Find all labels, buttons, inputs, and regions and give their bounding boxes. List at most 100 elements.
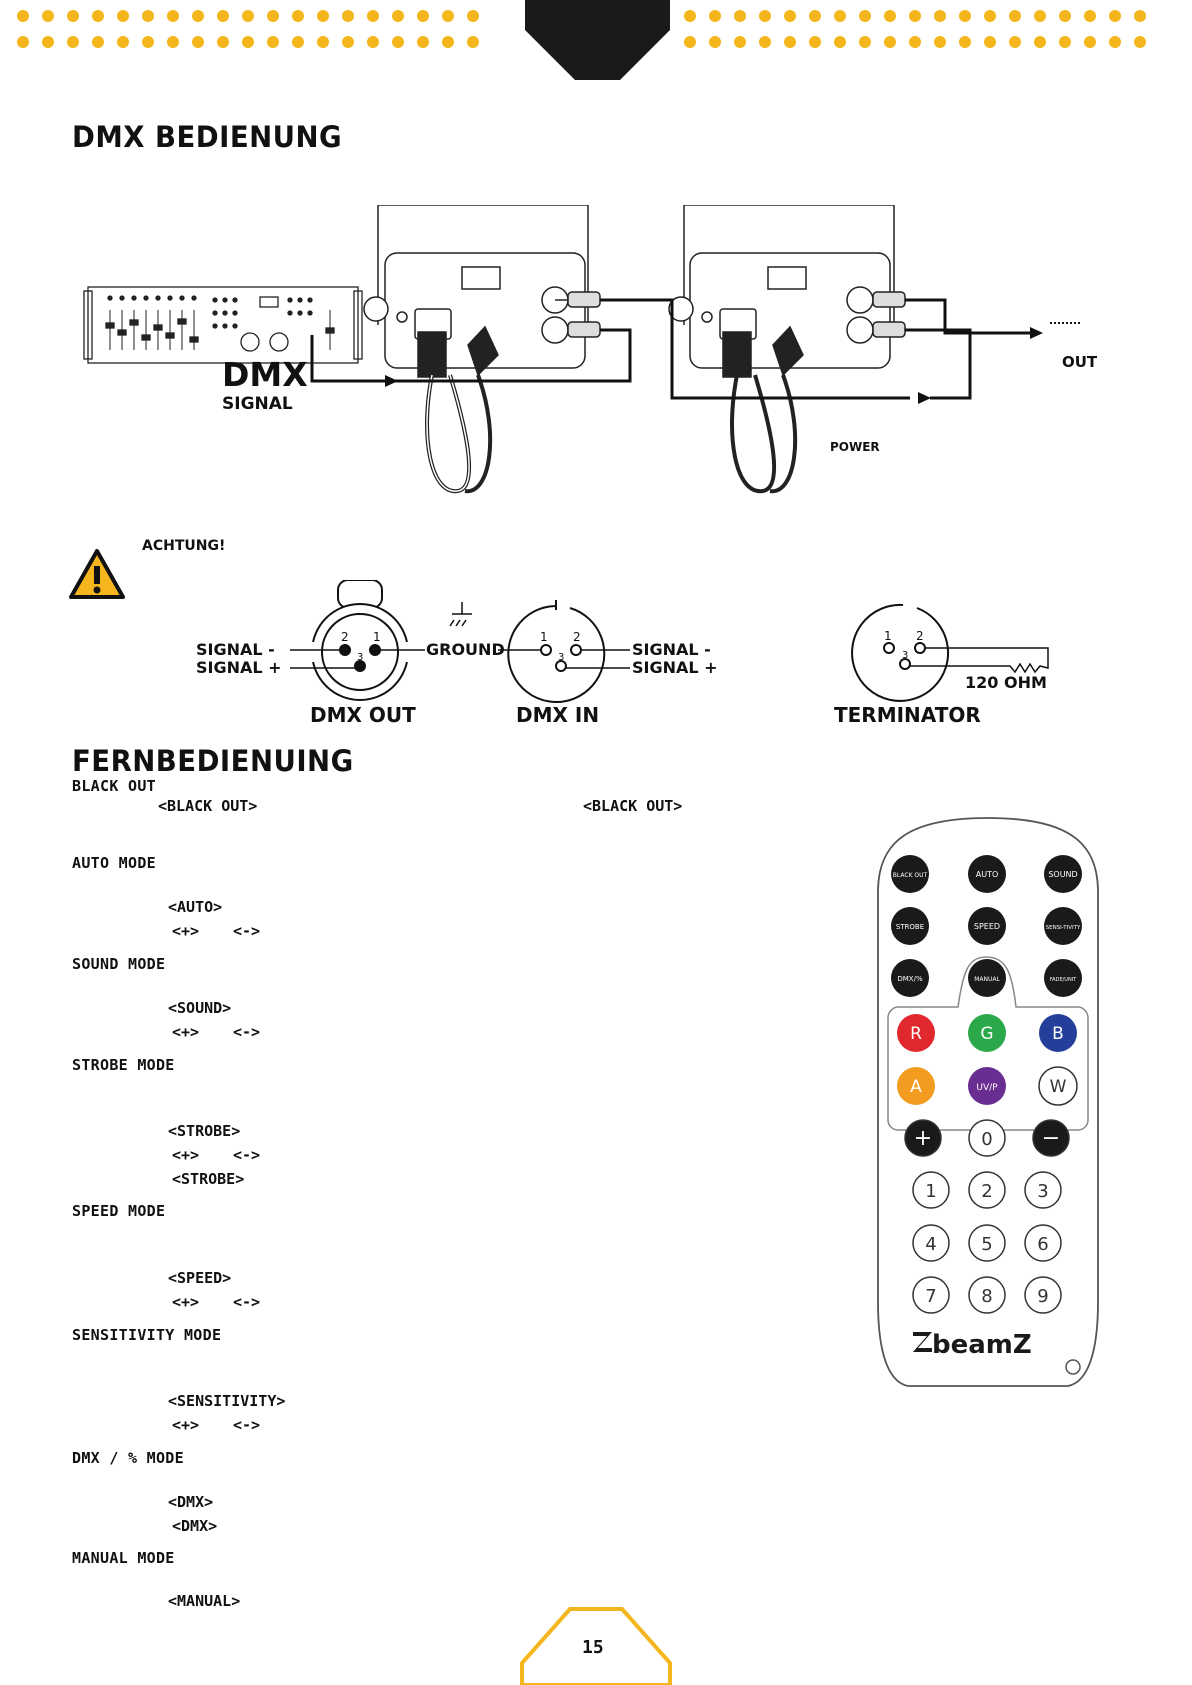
decor-dot xyxy=(1059,10,1071,22)
cmd-sound-plus: <+> xyxy=(172,1023,200,1041)
decor-dot xyxy=(1059,36,1071,48)
remote-btn-3[interactable] xyxy=(1024,1171,1062,1209)
warning-title: ACHTUNG! xyxy=(142,538,226,554)
section-strobe: STROBE MODE xyxy=(72,1056,175,1074)
remote-lbl-1: 1 xyxy=(925,1181,936,1202)
decor-dot xyxy=(42,36,54,48)
remote-btn-2[interactable] xyxy=(968,1171,1006,1209)
dmx-connectors-diagram: 2 1 3 1 2 3 1 2 3 xyxy=(290,580,1049,703)
remote-lbl-b: B xyxy=(1052,1024,1064,1044)
decor-dot xyxy=(1034,36,1046,48)
remote-btn-sound[interactable] xyxy=(1044,855,1082,893)
decor-dot xyxy=(292,36,304,48)
remote-btn-7[interactable] xyxy=(912,1276,950,1314)
remote-lbl-5: 5 xyxy=(981,1234,992,1255)
remote-btn-w[interactable] xyxy=(1038,1066,1078,1106)
decor-dot xyxy=(292,10,304,22)
remote-btn-fade[interactable] xyxy=(1044,959,1082,997)
remote-btn-auto[interactable] xyxy=(968,855,1006,893)
remote-btn-uv[interactable] xyxy=(968,1067,1006,1105)
decor-dot xyxy=(167,10,179,22)
decor-dot xyxy=(1084,10,1096,22)
dmx-controller xyxy=(83,286,363,364)
cmd-speed-minus: <-> xyxy=(233,1293,261,1311)
top-notch xyxy=(525,0,670,80)
dmx-out-connector xyxy=(290,580,425,701)
remote-lbl-6: 6 xyxy=(1037,1234,1048,1255)
remote-btn-a[interactable] xyxy=(897,1067,935,1105)
cmd-sensitivity-plus: <+> xyxy=(172,1416,200,1434)
decor-dot xyxy=(884,36,896,48)
remote-btn-g[interactable] xyxy=(968,1014,1006,1052)
warning-icon xyxy=(69,549,125,599)
cmd-manual: <MANUAL> xyxy=(168,1592,241,1610)
section-manual: MANUAL MODE xyxy=(72,1549,175,1567)
decor-dot xyxy=(117,36,129,48)
remote-btn-9[interactable] xyxy=(1024,1276,1062,1314)
dmx-in-pin3: 3 xyxy=(558,652,564,663)
remote-btn-minus[interactable] xyxy=(1032,1119,1070,1157)
dmx-out-pin1: 1 xyxy=(373,630,381,644)
remote-btn-sensitivity[interactable] xyxy=(1044,907,1082,945)
remote-btn-1[interactable] xyxy=(912,1171,950,1209)
remote-lbl-sound: SOUND xyxy=(1048,870,1077,879)
remote-lbl-2: 2 xyxy=(981,1181,992,1202)
remote-btn-strobe[interactable] xyxy=(891,907,929,945)
decor-dot xyxy=(1134,36,1146,48)
remote-lbl-g: G xyxy=(980,1024,993,1044)
decor-dot xyxy=(367,36,379,48)
out-label: OUT xyxy=(1062,353,1098,371)
signal-minus-left: SIGNAL - xyxy=(196,640,275,659)
decor-dot xyxy=(859,36,871,48)
decor-dot xyxy=(909,10,921,22)
decor-dot xyxy=(317,36,329,48)
remote-btn-dmx[interactable] xyxy=(891,959,929,997)
decor-dot xyxy=(467,36,479,48)
remote-lbl-3: 3 xyxy=(1037,1181,1048,1202)
decor-dot xyxy=(984,10,996,22)
heading-fernbedienung: FERNBEDIENUING xyxy=(72,744,354,778)
arrowheads xyxy=(385,327,1043,404)
remote-lbl-9: 9 xyxy=(1037,1286,1048,1307)
remote-lbl-manual: MANUAL xyxy=(974,976,1000,983)
signal-plus-right: SIGNAL + xyxy=(632,658,718,677)
cmd-auto-plus: <+> xyxy=(172,922,200,940)
decor-dot xyxy=(92,36,104,48)
remote-btn-speed[interactable] xyxy=(968,907,1006,945)
remote-btn-manual[interactable] xyxy=(968,959,1006,997)
remote-btn-black-out[interactable] xyxy=(891,855,929,893)
page-number: 15 xyxy=(582,1637,604,1658)
remote-btn-5[interactable] xyxy=(968,1224,1006,1262)
remote-btn-4[interactable] xyxy=(912,1224,950,1262)
decor-dot xyxy=(267,10,279,22)
decor-dot xyxy=(1084,36,1096,48)
remote-btn-6[interactable] xyxy=(1024,1224,1062,1262)
dmx-out-label: DMX OUT xyxy=(310,703,416,727)
decor-dot xyxy=(342,10,354,22)
cmd-speed: <SPEED> xyxy=(168,1269,232,1287)
remote-btn-plus[interactable] xyxy=(904,1119,942,1157)
remote-btn-r[interactable] xyxy=(897,1014,935,1052)
decor-dot xyxy=(809,36,821,48)
decor-dot xyxy=(442,10,454,22)
remote-lbl-8: 8 xyxy=(981,1286,992,1307)
decor-dot xyxy=(834,10,846,22)
section-auto: AUTO MODE xyxy=(72,854,156,872)
remote-lbl-r: R xyxy=(910,1024,922,1044)
remote-lbl-strobe: STROBE xyxy=(896,923,924,931)
decor-dot xyxy=(217,10,229,22)
fixture-1 xyxy=(363,205,601,494)
ohm-label: 120 OHM xyxy=(965,673,1047,692)
fixture-2 xyxy=(668,205,906,494)
cmd-sound: <SOUND> xyxy=(168,999,232,1017)
cmd-strobe: <STROBE> xyxy=(168,1122,241,1140)
terminator-connector xyxy=(851,603,1049,702)
cmd-sensitivity-minus: <-> xyxy=(233,1416,261,1434)
remote-btn-8[interactable] xyxy=(968,1276,1006,1314)
section-dmx: DMX / % MODE xyxy=(72,1449,184,1467)
remote-btn-0[interactable] xyxy=(968,1119,1006,1157)
decor-dot xyxy=(1034,10,1046,22)
decor-dot xyxy=(317,10,329,22)
remote-btn-b[interactable] xyxy=(1039,1014,1077,1052)
decor-dot xyxy=(242,36,254,48)
